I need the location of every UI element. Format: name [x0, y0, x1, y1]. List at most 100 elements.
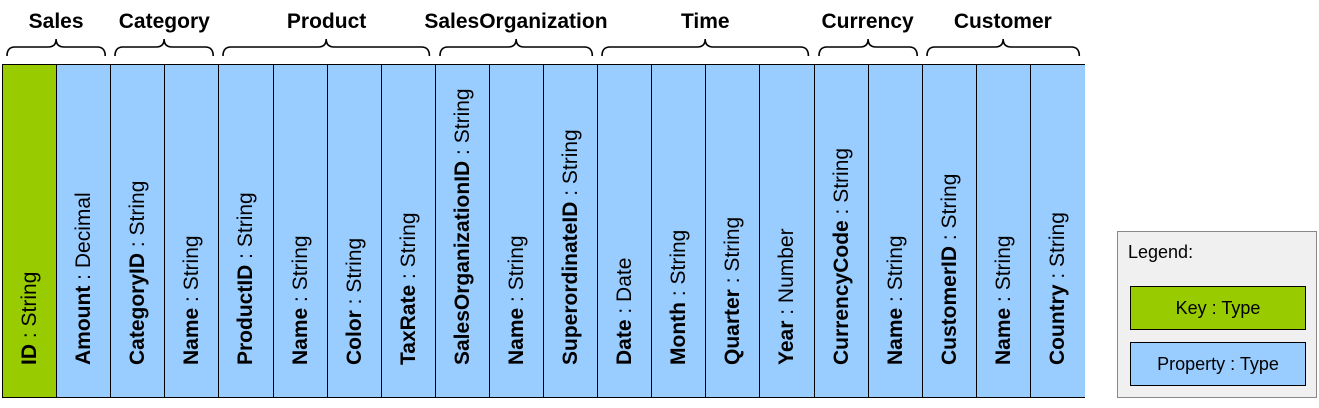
group-label-customer: Customer: [953, 10, 1052, 33]
column-time-month: Month : String: [651, 65, 707, 397]
column-name: Name: [883, 307, 907, 365]
column-category-name: Name : String: [164, 65, 220, 397]
group-label-salesorganization: SalesOrganization: [424, 10, 608, 33]
column-salesorganization-name: Name : String: [488, 65, 544, 397]
column-product-name: Name : String: [272, 65, 328, 397]
column-category-categoryid: CategoryID : String: [110, 65, 166, 397]
column-name: Country: [1045, 284, 1069, 366]
column-label: Date : Date: [612, 258, 638, 365]
group-brace: [925, 38, 1080, 57]
legend-property-box: Property : Type: [1130, 342, 1306, 386]
column-type: String: [126, 180, 150, 236]
column-name: Date: [613, 319, 637, 365]
type-separator: :: [991, 290, 1015, 308]
type-separator: :: [883, 290, 907, 308]
column-type: String: [450, 88, 474, 144]
column-label: CustomerID : String: [937, 174, 963, 365]
column-type: String: [559, 129, 583, 185]
column-label: TaxRate : String: [396, 212, 422, 365]
column-currency-name: Name : String: [867, 65, 923, 397]
group-brace: [6, 38, 106, 57]
column-label: Name : String: [991, 235, 1017, 365]
column-label: Quarter : String: [720, 217, 746, 365]
type-separator: :: [450, 143, 474, 161]
type-separator: :: [288, 290, 312, 308]
group-brace: [601, 38, 810, 57]
column-sales-id: ID : String: [2, 65, 58, 397]
column-type: String: [829, 147, 853, 203]
group-label-category: Category: [118, 10, 210, 33]
column-type: Number: [775, 228, 799, 304]
type-separator: :: [613, 301, 637, 320]
column-name: Name: [991, 307, 1015, 365]
column-salesorganization-superordinateid: SuperordinateID : String: [543, 65, 599, 397]
group-brace: [114, 38, 215, 57]
type-separator: :: [1045, 266, 1069, 285]
column-name: Month: [667, 302, 691, 365]
group-label-currency: Currency: [821, 10, 914, 33]
type-separator: :: [342, 292, 366, 311]
column-type: String: [504, 235, 528, 291]
column-product-taxrate: TaxRate : String: [380, 65, 436, 397]
column-type: String: [288, 235, 312, 291]
column-time-date: Date : Date: [597, 65, 653, 397]
column-type: String: [396, 212, 420, 268]
type-separator: :: [18, 326, 42, 344]
type-separator: :: [180, 290, 204, 308]
column-name: TaxRate: [396, 284, 420, 365]
column-type: Date: [613, 257, 637, 302]
column-name: CustomerID: [937, 245, 961, 365]
legend-key-box: Key : Type: [1130, 286, 1306, 330]
column-time-year: Year : Number: [759, 65, 815, 397]
column-name: ProductID: [234, 264, 258, 365]
column-product-productid: ProductID : String: [218, 65, 274, 397]
column-name: Name: [504, 307, 528, 365]
column-type: String: [991, 235, 1015, 291]
column-label: Year : Number: [774, 228, 800, 365]
column-salesorganization-salesorganizationid: SalesOrganizationID : String: [434, 65, 490, 397]
column-customer-country: Country : String: [1029, 65, 1085, 397]
column-name: CurrencyCode: [829, 220, 853, 365]
type-separator: :: [504, 290, 528, 308]
column-label: Name : String: [288, 235, 314, 365]
column-label: Name : String: [504, 235, 530, 365]
group-brace: [222, 38, 431, 57]
group-brace: [817, 38, 918, 57]
column-name: Name: [288, 307, 312, 365]
type-separator: :: [126, 235, 150, 253]
column-currency-currencycode: CurrencyCode : String: [813, 65, 869, 397]
type-separator: :: [559, 184, 583, 202]
column-label: SalesOrganizationID : String: [450, 88, 476, 365]
type-separator: :: [937, 228, 961, 246]
column-type: String: [667, 229, 691, 285]
column-name: SuperordinateID: [559, 201, 583, 365]
type-separator: :: [396, 267, 420, 285]
group-label-product: Product: [286, 10, 367, 33]
type-separator: :: [234, 247, 258, 265]
column-type: String: [342, 237, 366, 293]
column-label: CategoryID : String: [125, 181, 151, 365]
column-name: Amount: [72, 285, 96, 365]
column-label: ProductID : String: [233, 192, 259, 365]
type-separator: :: [721, 271, 745, 290]
column-label: SuperordinateID : String: [558, 129, 584, 365]
group-label-sales: Sales: [28, 10, 84, 33]
column-label: Amount : Decimal: [71, 192, 97, 365]
group-brace: [438, 38, 593, 57]
column-label: Color : String: [342, 238, 368, 365]
column-label: Month : String: [666, 230, 692, 365]
column-label: Country : String: [1045, 212, 1071, 365]
type-separator: :: [829, 202, 853, 221]
type-separator: :: [72, 268, 96, 286]
column-sales-amount: Amount : Decimal: [56, 65, 112, 397]
column-product-color: Color : String: [326, 65, 382, 397]
column-type: Decimal: [72, 192, 96, 269]
column-label: CurrencyCode : String: [829, 148, 855, 365]
type-separator: :: [667, 284, 691, 303]
column-type: String: [937, 173, 961, 229]
column-name: SalesOrganizationID: [450, 160, 474, 365]
legend: Legend: Key : Type Property : Type: [1117, 231, 1317, 398]
column-name: Quarter: [721, 289, 745, 365]
